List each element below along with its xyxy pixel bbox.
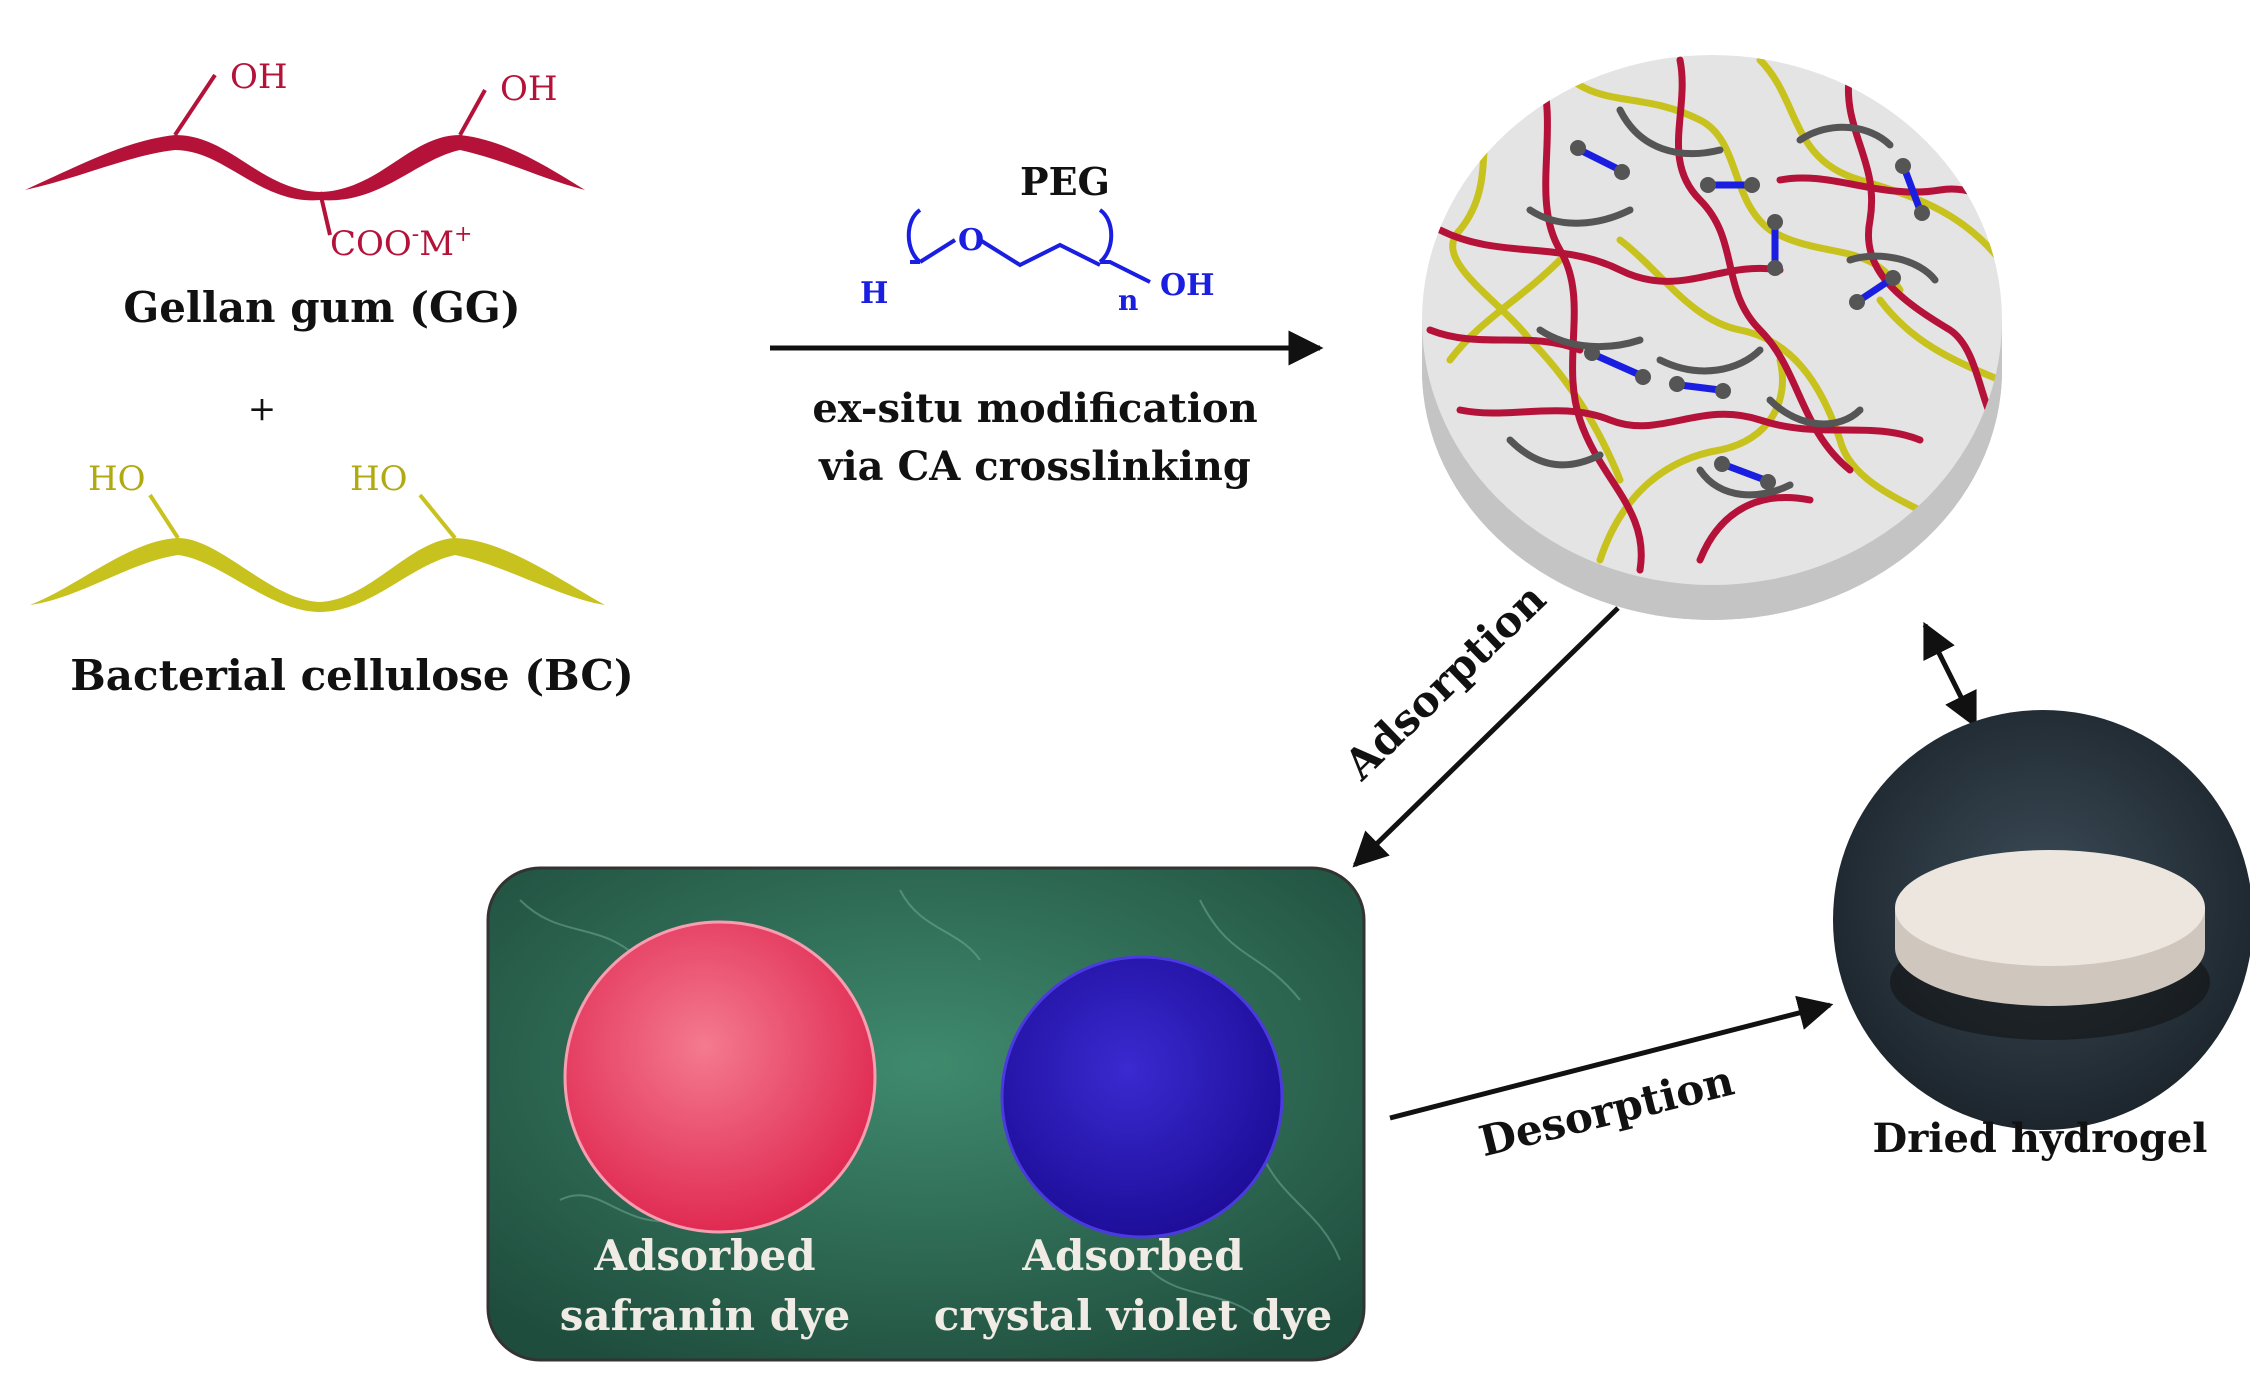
desorption-label: Desorption <box>1474 1056 1738 1166</box>
peg-h: H <box>860 276 888 311</box>
bc-label: Bacterial cellulose (BC) <box>70 651 633 700</box>
reaction-step: PEG H O n OH ex-situ modification via CA… <box>770 159 1324 490</box>
bc-ho-right: HO <box>350 459 408 499</box>
adsorption-label: Adsorption <box>1334 574 1555 790</box>
plus-sign: + <box>248 389 277 429</box>
crystal-violet-label-line1: Adsorbed <box>1021 1231 1243 1280</box>
safranin-label-line2: safranin dye <box>560 1291 850 1340</box>
crystal-violet-label-line2: crystal violet dye <box>934 1291 1333 1340</box>
gg-label: Gellan gum (GG) <box>123 283 520 332</box>
gellan-gum-structure: OH OH COO-M+ Gellan gum (GG) <box>25 57 585 332</box>
dried-disc-top <box>1895 850 2205 966</box>
bc-ribbon <box>30 538 605 612</box>
peg-structure <box>906 208 1151 284</box>
dried-hydrogel-label: Dried hydrogel <box>1873 1115 2208 1162</box>
dried-hydrogel-photo: Dried hydrogel <box>1833 710 2250 1162</box>
peg-n: n <box>1118 284 1138 317</box>
gg-oh-right: OH <box>500 69 558 109</box>
peg-oh: OH <box>1160 268 1214 303</box>
bc-ho-left: HO <box>88 459 146 499</box>
crosslinks <box>1570 140 1930 490</box>
gg-ribbon <box>25 135 585 201</box>
hydrogel-disc <box>1422 55 2002 620</box>
crystal-violet-disc <box>1000 955 1284 1239</box>
gg-oh-left: OH <box>230 57 288 97</box>
peg-o: O <box>958 223 984 258</box>
reaction-line2: via CA crosslinking <box>818 443 1251 490</box>
rehydration-arrow <box>1922 621 1978 729</box>
desorption-arrow <box>1389 995 1834 1121</box>
safranin-label-line1: Adsorbed <box>593 1231 815 1280</box>
safranin-disc <box>563 920 877 1234</box>
reaction-line1: ex-situ modification <box>812 385 1257 432</box>
bacterial-cellulose-structure: HO HO Bacterial cellulose (BC) <box>30 459 634 700</box>
gg-carboxylate: COO-M+ <box>330 222 472 264</box>
adsorption-arrow <box>1352 606 1620 868</box>
adsorbed-dye-photo: Adsorbed safranin dye Adsorbed crystal v… <box>486 866 1366 1362</box>
peg-label: PEG <box>1020 159 1110 204</box>
